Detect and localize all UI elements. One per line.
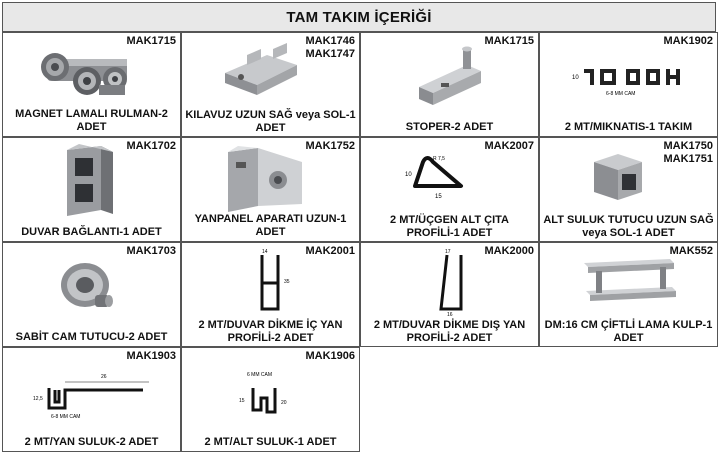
page-title: TAM TAKIM İÇERİĞİ (2, 2, 716, 32)
product-code: MAK1703 (126, 245, 176, 257)
kilavuz-image (217, 43, 307, 98)
dim-label: 26 (101, 374, 107, 380)
dim-label: 35 (284, 279, 290, 285)
product-code: MAK1715 (126, 35, 176, 47)
item-card-yanpanel: MAK1752 YANPANEL APARATI UZUN-1 ADET (181, 137, 360, 242)
dim-label: 17 (445, 249, 451, 255)
item-card-sabit-cam: MAK1703 SABİT CAM TUTUCU-2 ADET (2, 242, 181, 347)
product-code: MAK1902 (663, 35, 713, 47)
item-card-miknatis: MAK1902 10 6-8 MM CAM 2 MT/MIKNATIS-1 TA… (539, 32, 718, 137)
alt-suluk-tutucu-image (590, 150, 650, 205)
item-label: KILAVUZ UZUN SAĞ veya SOL-1 ADET (185, 109, 356, 134)
product-code: MAK1702 (126, 140, 176, 152)
product-code: MAK2000 (484, 245, 534, 257)
item-label: STOPER-2 ADET (405, 121, 494, 133)
item-card-alt-suluk-tutucu: MAK1750 MAK1751 ALT SULUK TUTUCU UZUN SA… (539, 137, 718, 242)
miknatis-drawing: 10 6-8 MM CAM (570, 63, 700, 99)
item-card-ucgen: MAK2007 10 15 R 7,5 2 MT/ÜÇGEN ALT ÇITA … (360, 137, 539, 242)
item-card-lama-kulp: MAK552 DM:16 CM ÇİFTLİ LAMA KULP-1 ADET (539, 242, 718, 347)
product-code: MAK1746 MAK1747 (305, 35, 355, 60)
dim-label: 12,5 (33, 396, 43, 402)
item-label: 2 MT/DUVAR DİKME DIŞ YAN PROFİLİ-2 ADET (373, 319, 526, 344)
stoper-image (411, 43, 491, 108)
product-code: MAK1906 (305, 350, 355, 362)
rulman-image (33, 41, 143, 103)
item-label: 2 MT/YAN SULUK-2 ADET (24, 436, 159, 448)
dim-label: 16 (447, 312, 453, 317)
dim-label: 6 MM CAM (247, 372, 272, 378)
lama-kulp-image (580, 257, 680, 307)
item-label: YANPANEL APARATI UZUN-1 ADET (194, 213, 347, 238)
item-card-yan-suluk: MAK1903 26 12,5 6-8 MM CAM 2 MT/YAN SULU… (2, 347, 181, 452)
item-label: 2 MT/ÜÇGEN ALT ÇITA PROFİLİ-1 ADET (390, 214, 509, 239)
item-label: DM:16 CM ÇİFTLİ LAMA KULP-1 ADET (544, 319, 713, 344)
ucgen-profile-drawing: 10 15 R 7,5 (403, 152, 503, 202)
item-card-duvar-baglanti: MAK1702 DUVAR BAĞLANTI-1 ADET (2, 137, 181, 242)
yan-suluk-drawing: 26 12,5 6-8 MM CAM (31, 368, 151, 423)
item-card-alt-suluk: MAK1906 6 MM CAM 15 20 2 MT/ALT SULUK-1 … (181, 347, 360, 452)
item-label: 2 MT/MIKNATIS-1 TAKIM (564, 121, 693, 133)
product-code: MAK1752 (305, 140, 355, 152)
product-code: MAK1750 MAK1751 (663, 140, 713, 165)
dim-label: 10 (572, 75, 579, 81)
duvar-dikme-ic-drawing: 14 35 (252, 247, 302, 317)
item-label: DUVAR BAĞLANTI-1 ADET (21, 226, 162, 238)
dim-label: 10 (405, 172, 412, 178)
product-code: MAK1903 (126, 350, 176, 362)
dim-label: 15 (239, 398, 245, 404)
product-code: MAK552 (669, 245, 713, 257)
item-label: 2 MT/DUVAR DİKME İÇ YAN PROFİLİ-2 ADET (198, 319, 343, 344)
dim-label: 20 (281, 400, 287, 406)
product-code: MAK2007 (484, 140, 534, 152)
dim-label: 14 (262, 249, 268, 255)
item-card-rulman: MAK1715 MAGNET LAMALI RULMAN-2 ADET (2, 32, 181, 137)
item-card-stoper: MAK1715 STOPER-2 ADET (360, 32, 539, 137)
dim-label: 6-8 MM CAM (606, 91, 635, 97)
yanpanel-image (222, 144, 312, 219)
item-card-kilavuz: MAK1746 MAK1747 KILAVUZ UZUN SAĞ veya SO… (181, 32, 360, 137)
dim-label: 15 (435, 194, 442, 200)
item-card-duvar-dikme-ic: MAK2001 14 35 2 MT/DUVAR DİKME İÇ YAN PR… (181, 242, 360, 347)
dim-label: 6-8 MM CAM (51, 414, 80, 420)
item-card-duvar-dikme-dis: MAK2000 17 16 2 MT/DUVAR DİKME DIŞ YAN P… (360, 242, 539, 347)
item-label: SABİT CAM TUTUCU-2 ADET (15, 331, 168, 343)
alt-suluk-drawing: 6 MM CAM 15 20 (237, 368, 307, 428)
duvar-baglanti-image (61, 144, 121, 219)
sabit-cam-image (55, 255, 125, 320)
dim-label: R 7,5 (433, 156, 445, 162)
product-code: MAK2001 (305, 245, 355, 257)
item-label: MAGNET LAMALI RULMAN-2 ADET (15, 108, 168, 133)
duvar-dikme-dis-drawing: 17 16 (429, 247, 479, 317)
item-label: 2 MT/ALT SULUK-1 ADET (204, 436, 337, 448)
item-label: ALT SULUK TUTUCU UZUN SAĞ veya SOL-1 ADE… (543, 214, 714, 239)
product-code: MAK1715 (484, 35, 534, 47)
